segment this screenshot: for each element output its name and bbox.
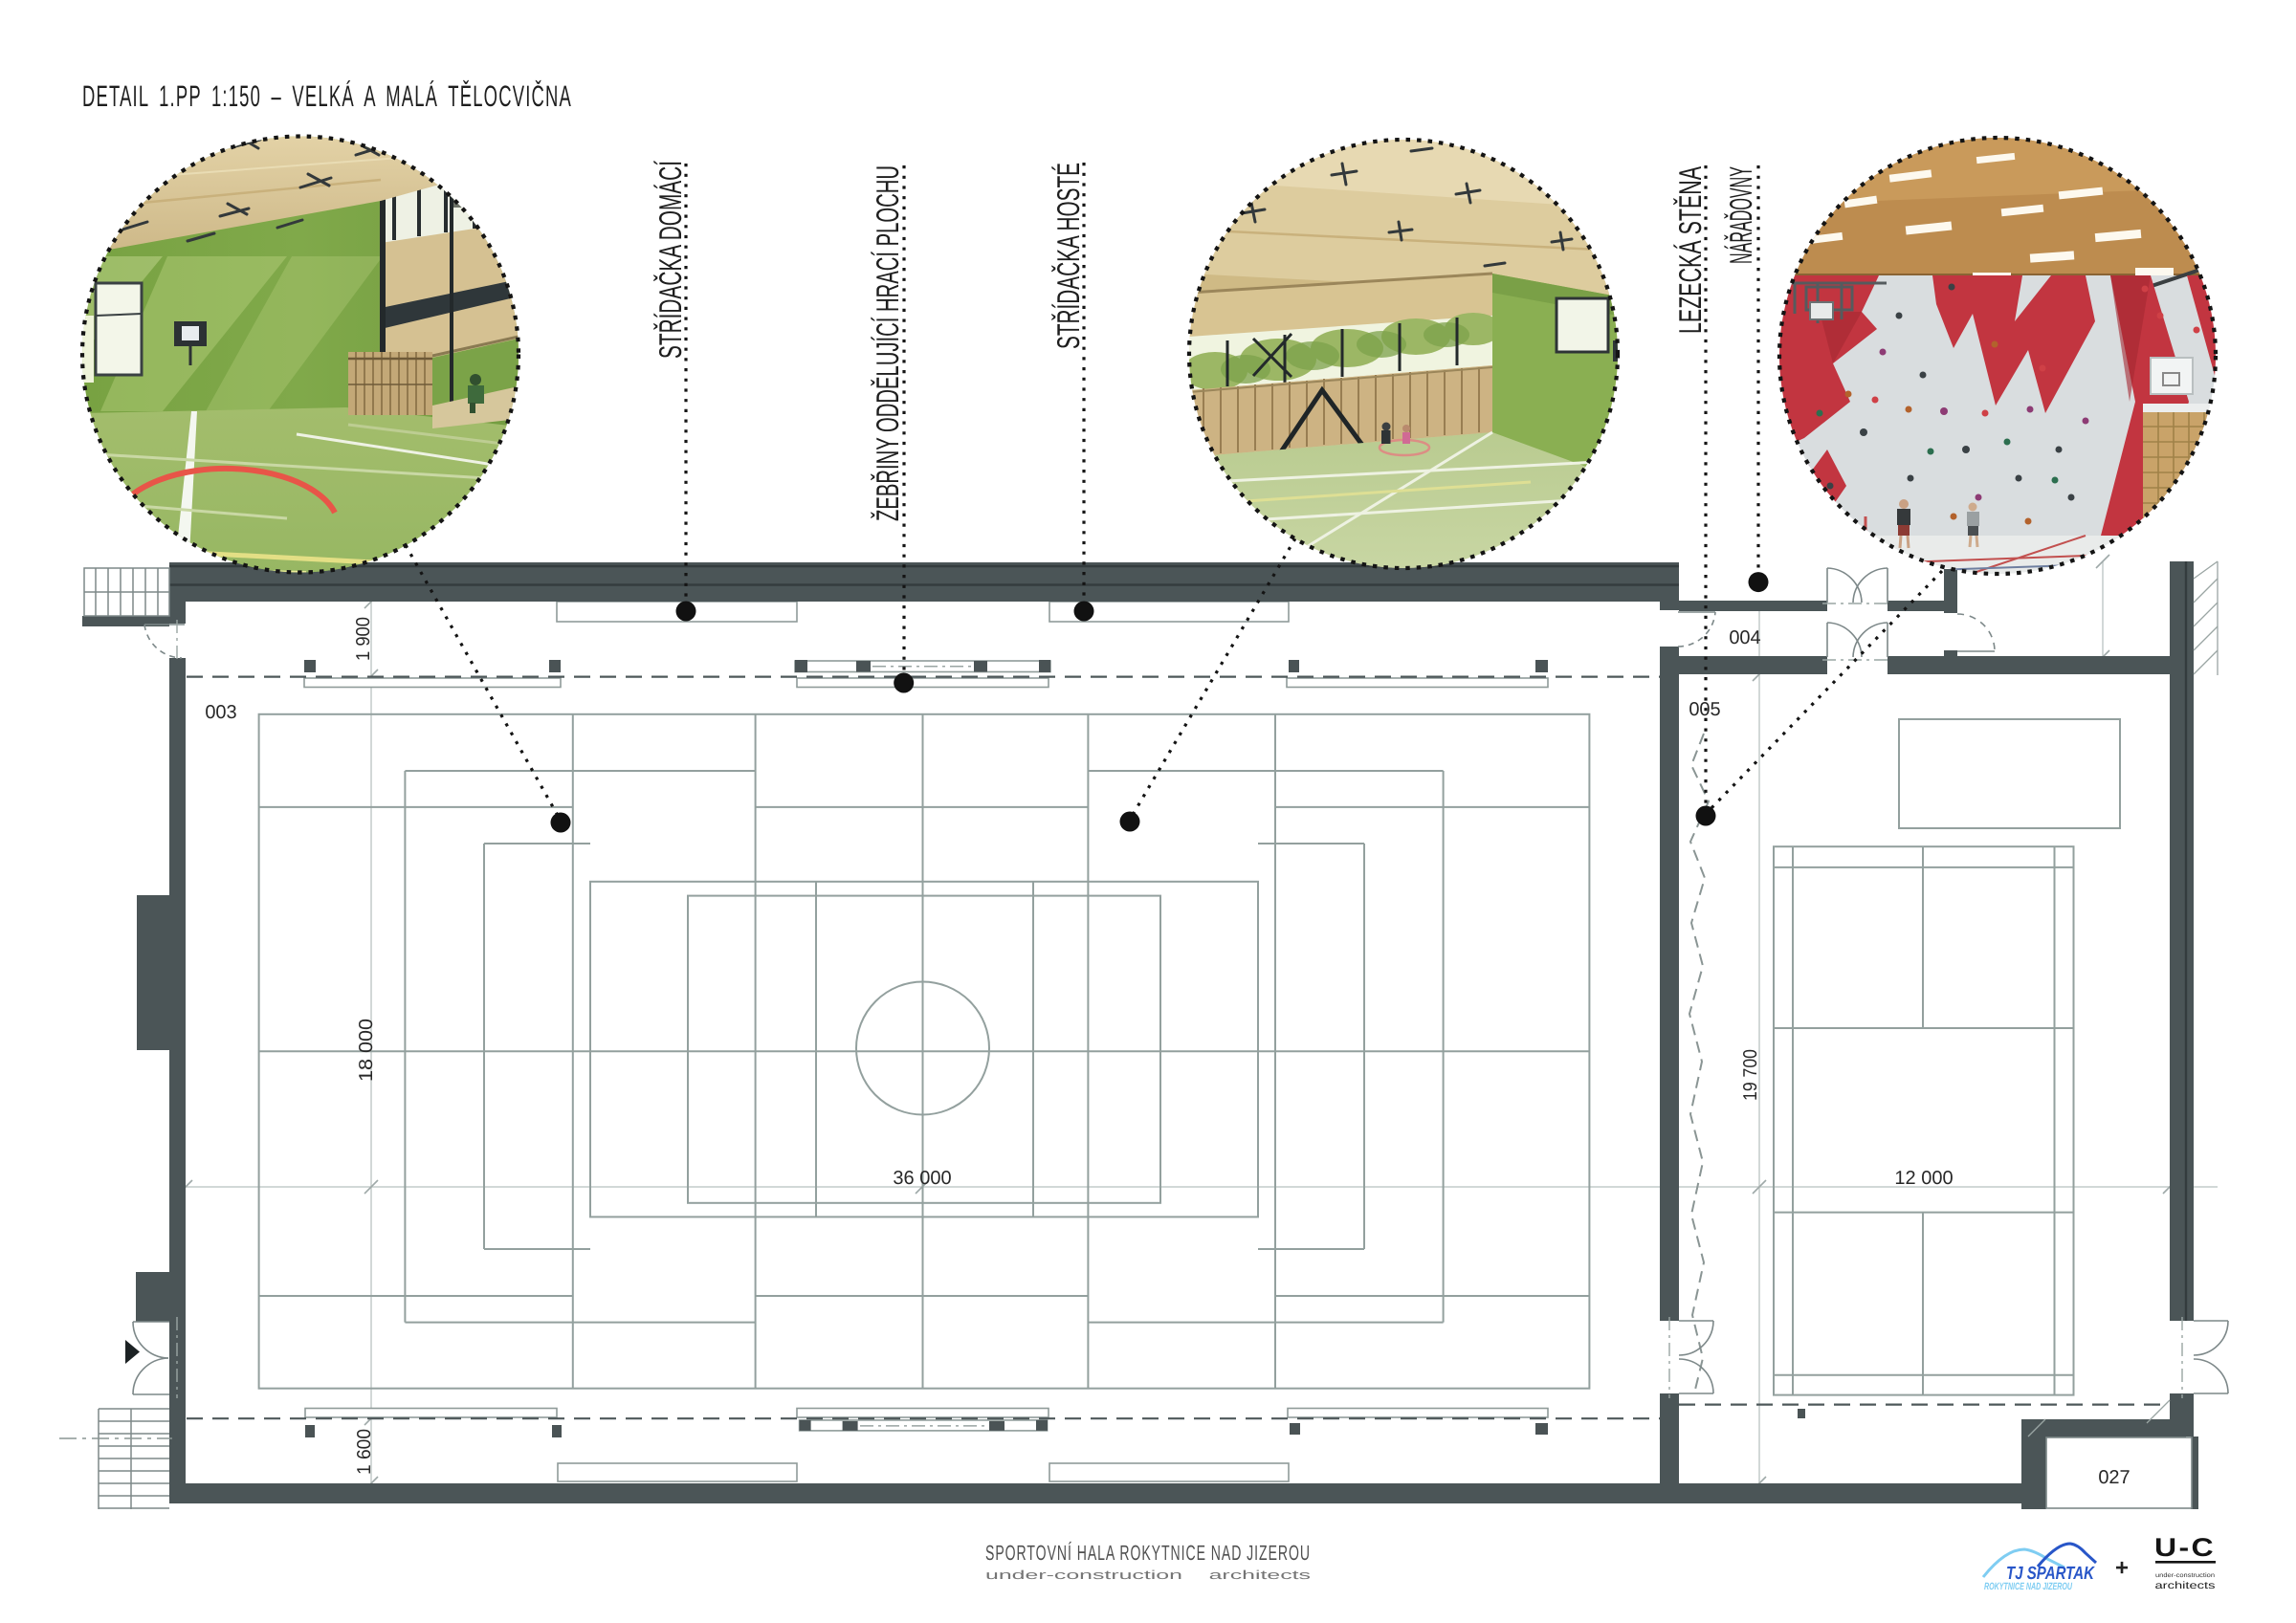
svg-text:under-construction architec: under-construction architects: [985, 1568, 1312, 1582]
svg-text:architects: architects: [2155, 1580, 2216, 1591]
svg-text:027: 027: [2098, 1467, 2130, 1488]
svg-text:18 000: 18 000: [356, 1019, 377, 1082]
svg-text:12 000: 12 000: [1894, 1168, 1953, 1189]
svg-text:DETAIL 1.PP 1:150 – VELKÁ A MA: DETAIL 1.PP 1:150 – VELKÁ A MALÁ TĚLOCVI…: [82, 79, 572, 113]
svg-text:SPORTOVNÍ HALA ROKYTNICE NAD J: SPORTOVNÍ HALA ROKYTNICE NAD JIZEROU: [985, 1541, 1311, 1565]
svg-text:+: +: [2115, 1555, 2129, 1581]
svg-text:U-C: U-C: [2154, 1533, 2216, 1562]
svg-text:004: 004: [1729, 627, 1760, 648]
svg-text:36 000: 36 000: [893, 1168, 951, 1189]
svg-text:TJ SPARTAK: TJ SPARTAK: [2006, 1564, 2095, 1584]
svg-text:19 700: 19 700: [1740, 1049, 1761, 1101]
svg-text:ROKYTNICE NAD JIZEROU: ROKYTNICE NAD JIZEROU: [1984, 1581, 2072, 1592]
svg-text:003: 003: [205, 702, 236, 723]
svg-text:1 900: 1 900: [353, 617, 374, 661]
svg-text:NÁŘAĎOVNY: NÁŘAĎOVNY: [1723, 166, 1758, 264]
svg-text:ŽEBŘINY ODDĚLUJÍCÍ HRACÍ PLOCH: ŽEBŘINY ODDĚLUJÍCÍ HRACÍ PLOCHU: [870, 165, 905, 521]
svg-text:under-construction: under-construction: [2155, 1572, 2215, 1579]
svg-text:STŘÍDAČKA HOSTÉ: STŘÍDAČKA HOSTÉ: [1050, 163, 1086, 349]
svg-text:STŘÍDAČKA DOMÁCÍ: STŘÍDAČKA DOMÁCÍ: [652, 160, 688, 359]
svg-text:1 600: 1 600: [354, 1429, 375, 1475]
svg-text:LEZECKÁ STĚNA: LEZECKÁ STĚNA: [1672, 166, 1708, 334]
